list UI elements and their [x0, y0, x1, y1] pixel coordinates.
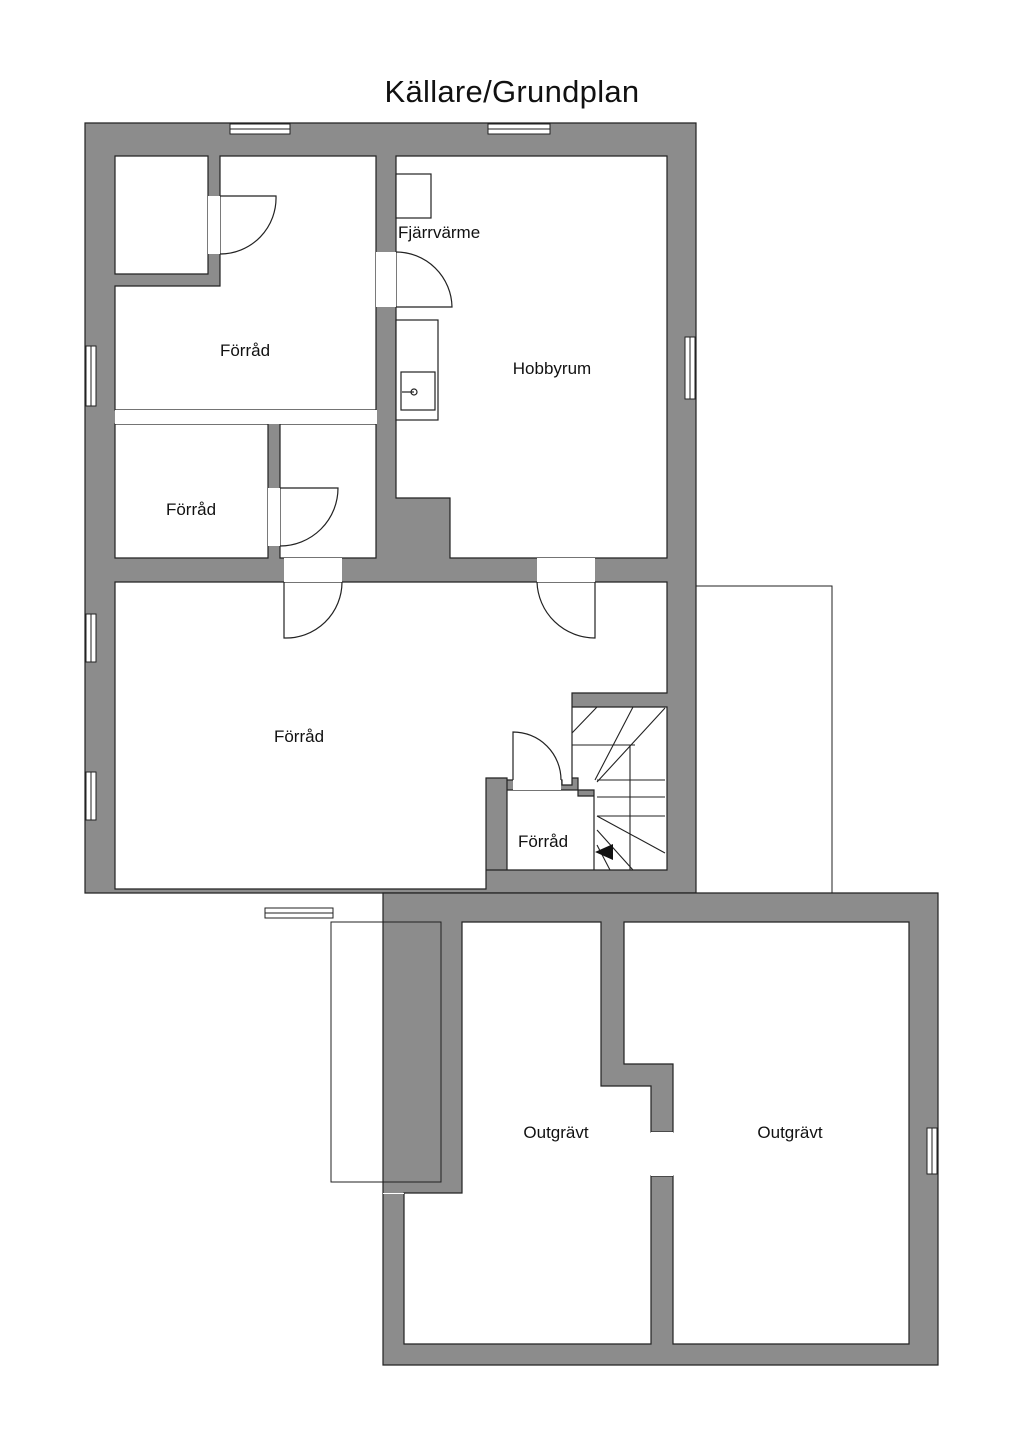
terrace-right [695, 585, 833, 894]
door-top-storage [219, 195, 277, 255]
windows [85, 123, 938, 1175]
plan-title: Källare/Grundplan [384, 74, 640, 109]
outline-areas [330, 585, 833, 1183]
door-fjarrvarme [395, 251, 453, 308]
wall-lower-block [382, 892, 939, 1366]
label-outgravt-left: Outgrävt [523, 1123, 588, 1142]
sink-icon [400, 371, 436, 411]
door-small-storage [279, 487, 339, 547]
label-hobbyrum: Hobbyrum [513, 359, 591, 378]
district-heating-unit [395, 173, 432, 219]
door-gaps [115, 196, 673, 1194]
staircase [571, 706, 666, 871]
fixtures [395, 173, 439, 421]
door-swings [219, 195, 596, 781]
label-fjarrvarme: Fjärrvärme [398, 223, 480, 242]
label-forrad-top: Förråd [220, 341, 270, 360]
door-hobby [536, 581, 596, 639]
stair-arrow-icon [595, 844, 613, 860]
room-labels: Förråd Fjärrvärme Hobbyrum Förråd Förråd… [166, 223, 823, 1142]
walls [84, 122, 939, 1366]
door-main-storage [283, 581, 343, 639]
label-forrad-small: Förråd [166, 500, 216, 519]
label-outgravt-right: Outgrävt [757, 1123, 822, 1142]
door-stair-storage [512, 731, 562, 781]
label-forrad-stair: Förråd [518, 832, 568, 851]
terrace-left [330, 921, 442, 1183]
label-forrad-main: Förråd [274, 727, 324, 746]
